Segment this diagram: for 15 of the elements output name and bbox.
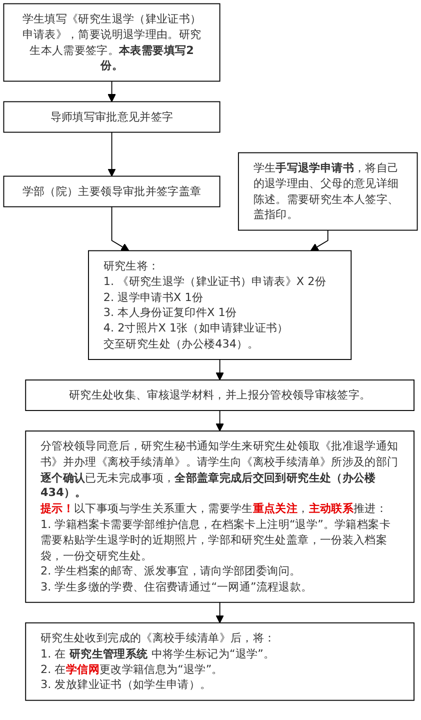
node-box: 学部（院）主要领导审批并签字盖章 — [3, 176, 220, 208]
arrow — [310, 230, 328, 252]
node-box: 研究生处收集、审核退学材料，并上报分管校领导审核签字。 — [25, 380, 414, 411]
node-box: 研究生处收到完成的《离校手续清单》后，将： 1. 在 研究生管理系统 中将学生标记为“退学”。 2. 在学信网更改学籍信息为“退学”。 3. 发放肄业证书（如学生申请）。 — [25, 622, 414, 701]
node-box: 研究生将： 1. 《研究生退学（肄业证书）申请表》X 2份 2. 退学申请书X 1份 3. 本人身份证复印件X 1份 4. 2寸照片X 1张（如申请肄业证书） 交至研究生处（办公楼434）。 — [88, 250, 352, 360]
arrow — [216, 410, 224, 432]
node-box: 学生手写退学申请书，将自己的退学理由、父母的意见详细陈述。需要研究生本人签字、盖指印。 — [238, 152, 418, 231]
node-box: 导师填写审批意见并签字 — [3, 101, 220, 133]
arrow — [216, 359, 224, 380]
node-box: 学生填写《研究生退学（肄业证书）申请表》，简要说明退学理由。研究生本人需要签字。本表需要填写2份。 — [3, 3, 220, 82]
arrow — [108, 132, 116, 177]
arrow — [111, 206, 130, 252]
arrow — [216, 602, 224, 624]
node-box: 分管校领导同意后，研究生秘书通知学生来研究生处领取《批准退学通知书》并办理《离校手续清单》。请学生向《离校手续清单》所涉及的部门逐个确认已无未完成事项，全部盖章完成后交回到研究生处（办公楼434）。 提示！以下事项与学生关系重大，需要学生重点关注，主动联系推进： 1. 学籍档案卡需要学部维护信息，在档案卡上注明“退学”。学籍档案卡需要粘贴学生退学时的近期照片，学部和研究生处盖章，一份装入档案袋，一份交研究生处。 2. 学生档案的邮寄、派发事宜，请向学部团委询问。 3. 学生多缴的学费、住宿费请通过“一网通”流程退款。 — [25, 430, 414, 603]
arrow — [108, 80, 116, 102]
